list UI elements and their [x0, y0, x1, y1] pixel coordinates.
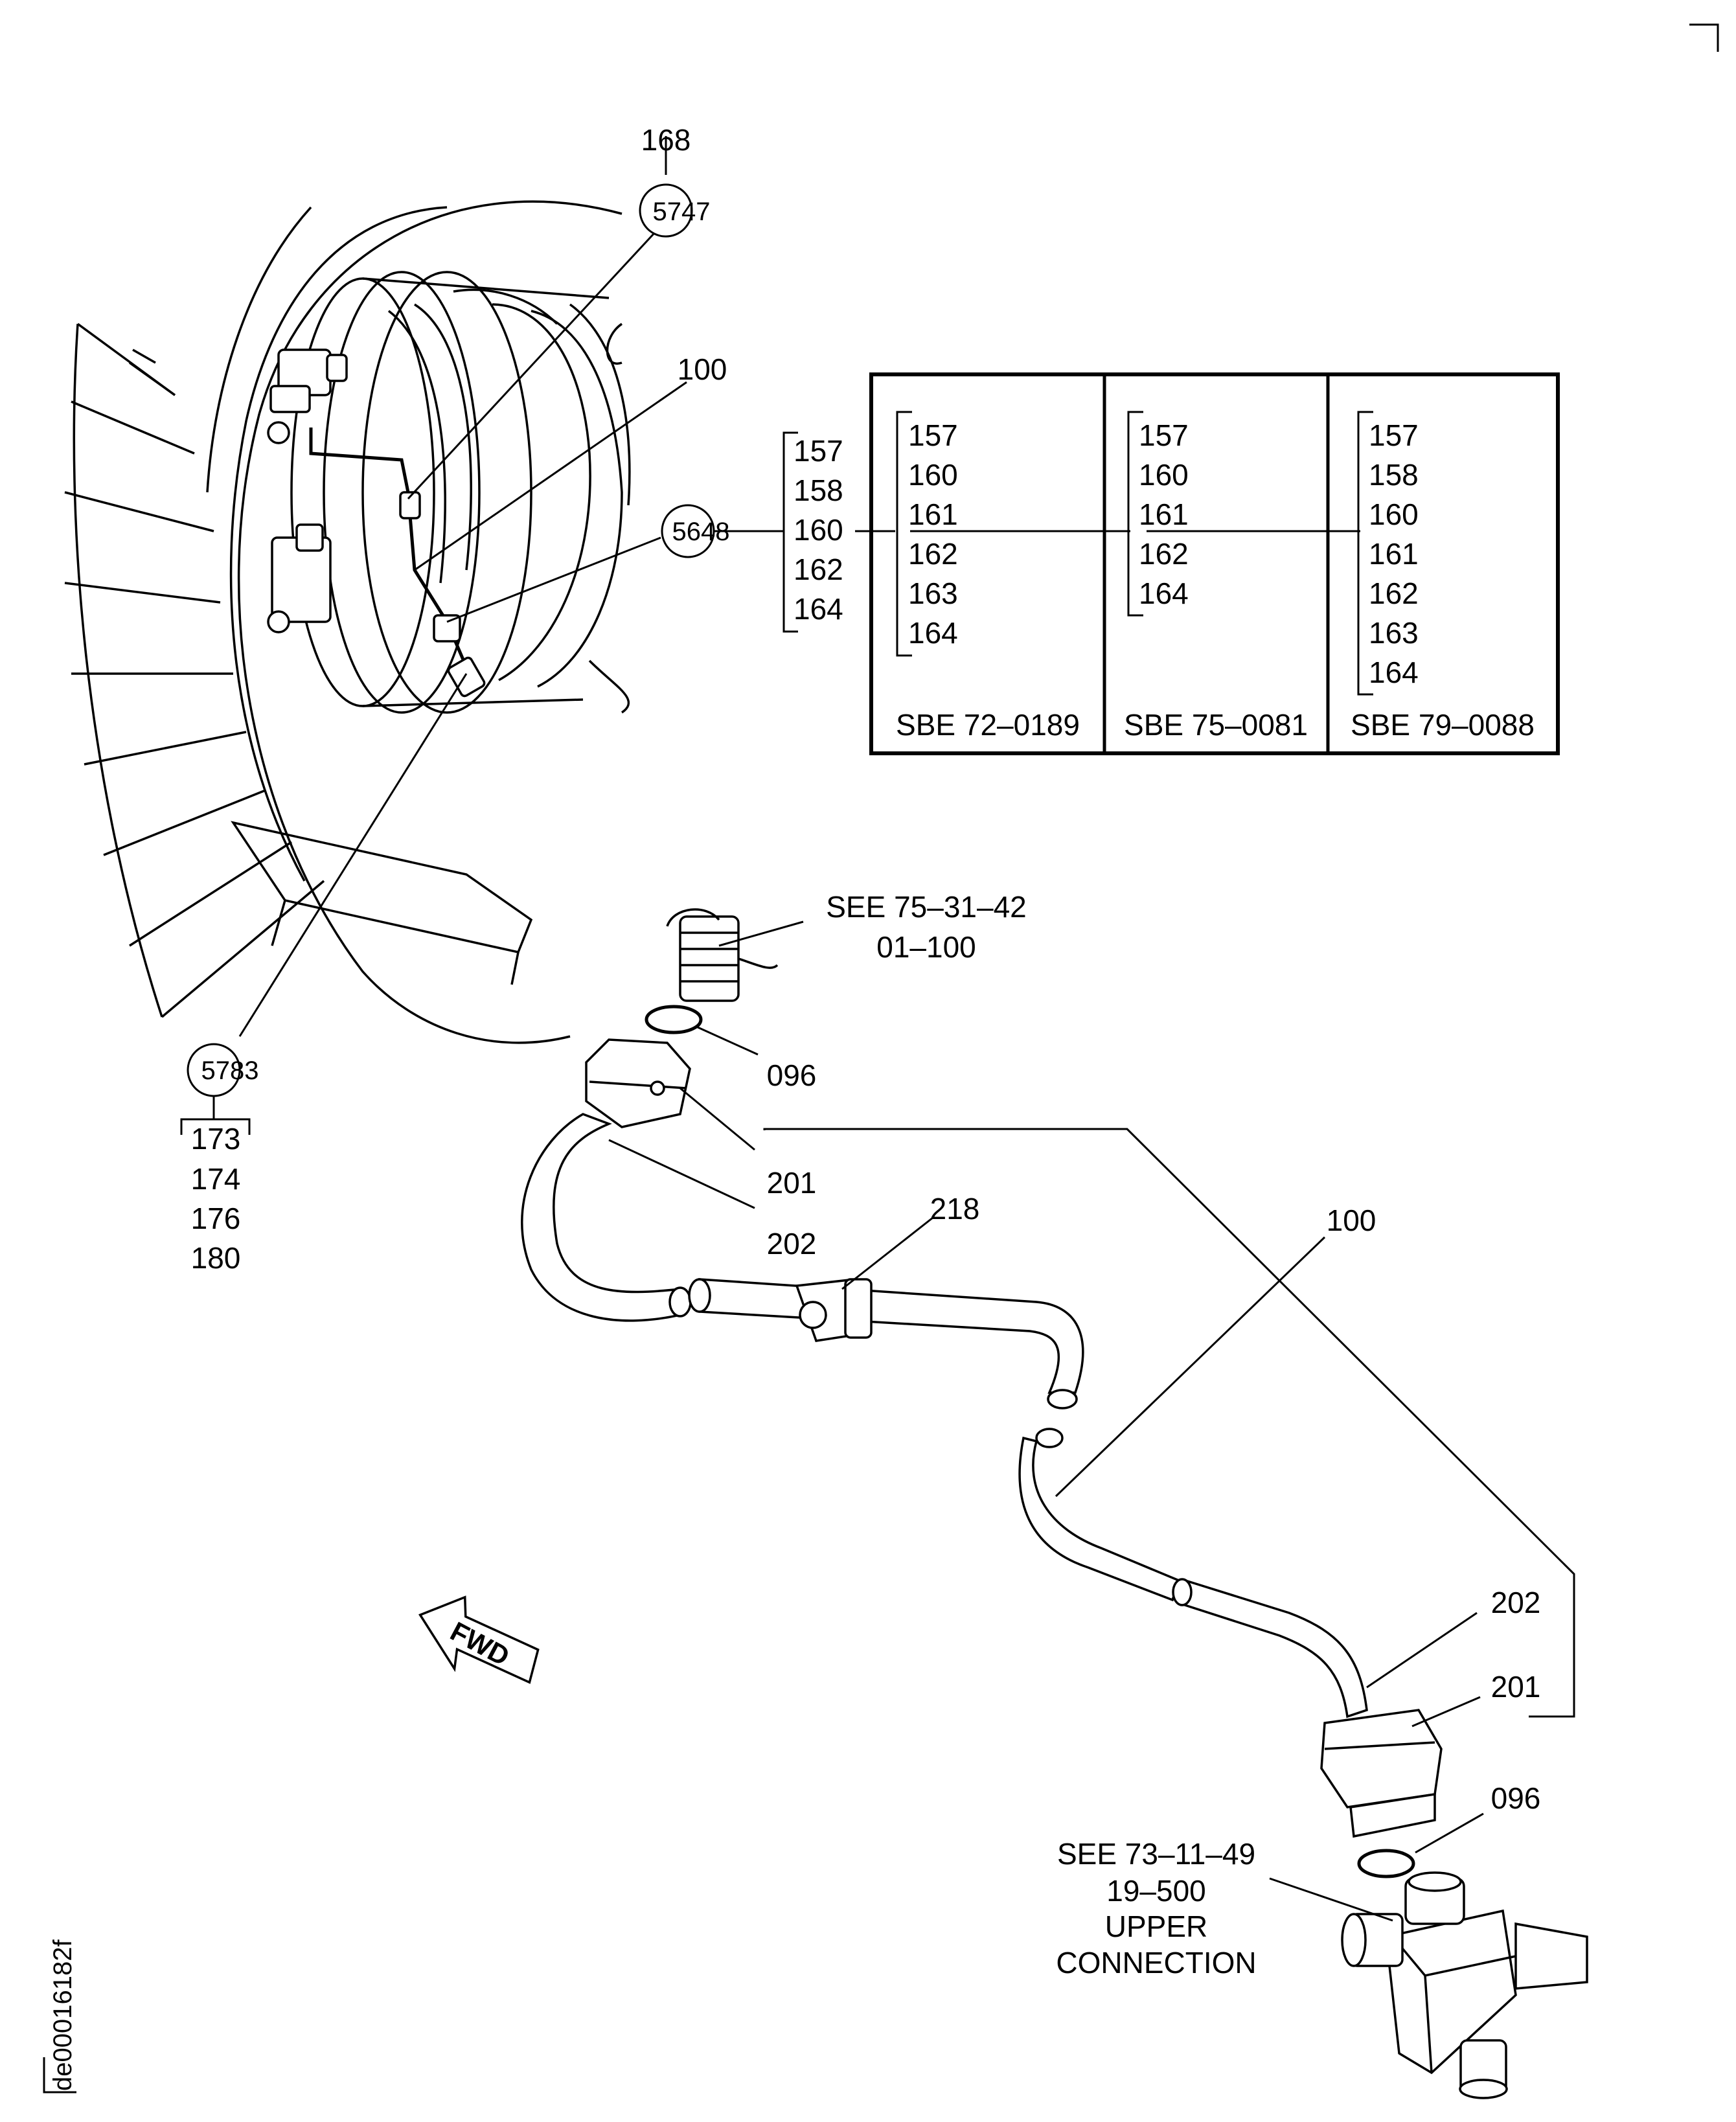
engine-fan-illustration: [64, 200, 631, 1044]
list-5783-item: 176: [191, 1202, 241, 1235]
label-100-b: 100: [1327, 1204, 1376, 1237]
see-upper-line2: 01–100: [876, 930, 976, 964]
list-5783-item: 173: [191, 1122, 241, 1156]
circle-5747-outline: [639, 183, 693, 238]
corner-mark-top-right: [1689, 23, 1719, 52]
bracket-5648: [782, 431, 798, 633]
sbe-col1-item: 157: [908, 418, 958, 452]
upper-nut: [585, 1038, 691, 1128]
sbe-table: 157 160 161 162 163 164 SBE 72–0189 157 …: [869, 372, 1560, 755]
list-5783-item: 180: [191, 1241, 241, 1275]
sbe-col2-item: 157: [1139, 418, 1189, 452]
sbe-col3-item: 160: [1369, 497, 1419, 531]
sbe-col3-item: 158: [1369, 458, 1419, 492]
see-lower-line3: UPPER: [1105, 1910, 1207, 1943]
sbe-col2-bracket: [1127, 411, 1143, 617]
leader-100-top: [414, 381, 687, 571]
list-5648-item: 164: [794, 592, 843, 626]
leader-218: [841, 1216, 933, 1290]
leader-202-b: [1366, 1612, 1478, 1689]
sbe-table-border: [869, 372, 1560, 755]
label-5747: 5747: [653, 198, 711, 226]
sbe-col1-item: 160: [908, 458, 958, 492]
label-5783: 5783: [201, 1056, 259, 1085]
label-168: 168: [641, 123, 691, 157]
label-202-b: 202: [1491, 1586, 1541, 1619]
list-5648: 157 158 160 162 164: [794, 434, 843, 626]
leader-100-b: [1055, 1236, 1326, 1498]
label-202-a: 202: [767, 1227, 817, 1261]
list-5648-item: 157: [794, 434, 843, 468]
sbe-col3-bracket: [1357, 411, 1373, 696]
sbe-col3-item: 163: [1369, 616, 1419, 650]
sbe-col1-item: 164: [908, 616, 958, 650]
label-096-a: 096: [767, 1058, 817, 1092]
leader-096-b: [1415, 1812, 1484, 1854]
sbe-col3-caption: SBE 79–0088: [1351, 708, 1535, 742]
sbe-col2-item: 162: [1139, 537, 1189, 571]
leader-5783: [238, 673, 468, 1037]
list-5648-item: 158: [794, 473, 843, 507]
sbe-col2-item: 164: [1139, 576, 1189, 610]
sbe-col3-item: 162: [1369, 576, 1419, 610]
upper-fitting: [666, 908, 779, 1002]
list-5783-item: 174: [191, 1162, 241, 1196]
label-201-a: 201: [767, 1166, 817, 1200]
leader-201-a: [680, 1087, 755, 1151]
lower-o-ring: [1357, 1849, 1415, 1878]
label-096-b: 096: [1491, 1781, 1541, 1815]
sbe-col1-caption: SBE 72–0189: [896, 708, 1080, 742]
list-5648-item: 162: [794, 553, 843, 586]
upper-o-ring: [645, 1005, 703, 1034]
list-5648-item: 160: [794, 513, 843, 547]
sbe-col2-item: 161: [1139, 497, 1189, 531]
clamp-218: [795, 1278, 873, 1342]
tube-assembly: FWD: [418, 908, 1588, 2099]
leader-096-a: [696, 1025, 759, 1056]
see-upper-line1: SEE 75–31–42: [826, 890, 1027, 924]
sbe-col3-item: 157: [1369, 418, 1419, 452]
tee-connection: [1341, 1871, 1588, 2099]
sbe-col2-item: 160: [1139, 458, 1189, 492]
sbe-col1-bracket: [896, 411, 912, 657]
sbe-col1-item: 163: [908, 576, 958, 610]
see-lower-line2: 19–500: [1106, 1874, 1206, 1908]
corner-mark-bottom-left: [43, 2057, 76, 2093]
leader-see-lower: [1269, 1877, 1393, 1922]
label-218: 218: [930, 1192, 980, 1226]
sbe-col3-item: 164: [1369, 656, 1419, 689]
fwd-arrow: FWD: [418, 1595, 540, 1684]
leader-5747: [407, 232, 656, 500]
label-100-top: 100: [678, 352, 727, 386]
leader-5648: [446, 536, 661, 623]
leader-201-b: [1411, 1696, 1481, 1728]
see-lower-line4: CONNECTION: [1056, 1946, 1256, 1979]
sbe-col1-item: 161: [908, 497, 958, 531]
leader-202-a: [608, 1139, 755, 1209]
sbe-col2-caption: SBE 75–0081: [1124, 708, 1308, 742]
see-lower-line1: SEE 73–11–49: [1057, 1837, 1255, 1871]
document-id: de00016182f: [49, 1939, 77, 2091]
sbe-col3-item: 161: [1369, 537, 1419, 571]
leader-see-upper: [718, 920, 804, 947]
list-5783: 173 174 176 180: [191, 1122, 241, 1275]
lower-nut: [1320, 1709, 1443, 1838]
label-201-b: 201: [1491, 1670, 1541, 1704]
bracket-5783: [180, 1118, 251, 1135]
sbe-col1-item: 162: [908, 537, 958, 571]
bracket-201-202: [763, 1128, 1575, 1718]
